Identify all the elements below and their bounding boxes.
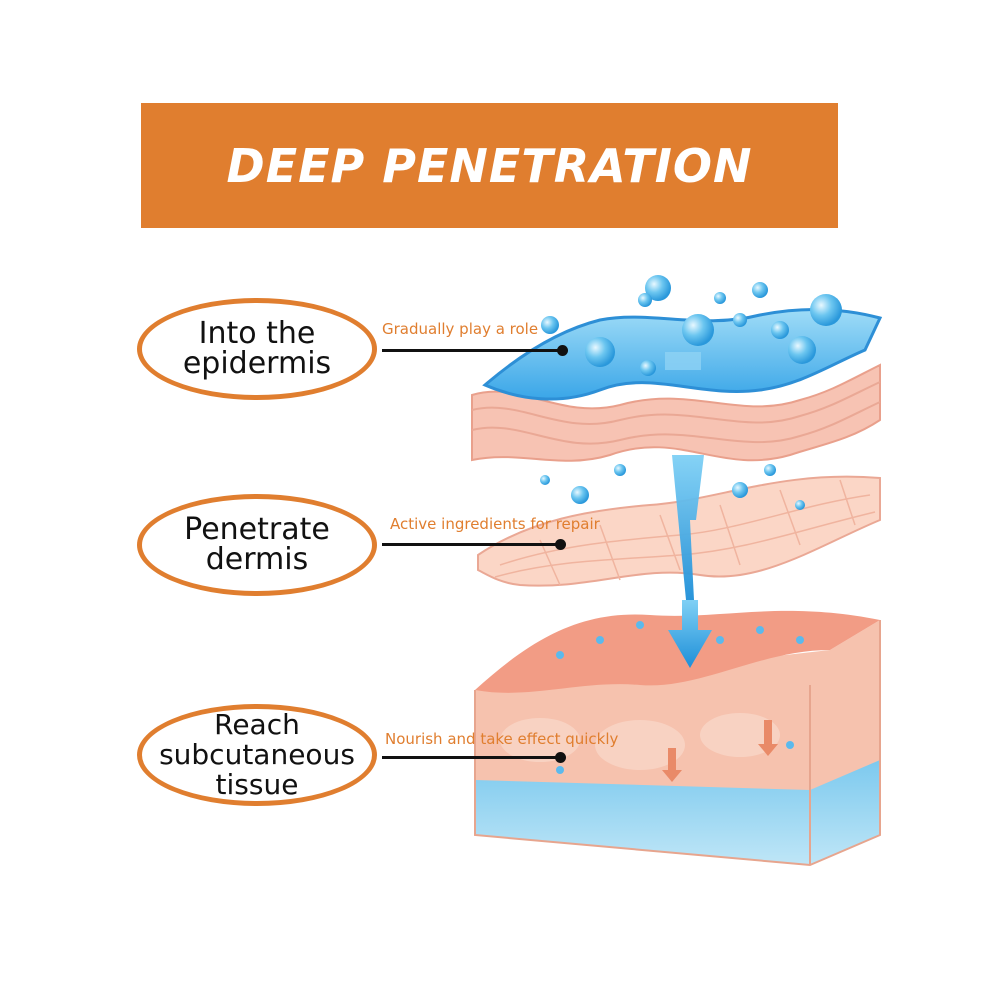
subcutaneous-leader-line xyxy=(382,756,560,759)
water-droplets xyxy=(540,275,842,774)
epidermis-annotation: Gradually play a role xyxy=(382,320,539,338)
epidermis-leader-dot xyxy=(557,345,568,356)
subcutaneous-label-oval: Reach subcutaneous tissue xyxy=(137,704,377,806)
subcutaneous-block xyxy=(474,610,881,867)
dermis-label: Penetrate dermis xyxy=(184,512,330,577)
page-title: DEEP PENETRATION xyxy=(226,138,753,193)
dermis-leader-line xyxy=(382,543,560,546)
subcutaneous-leader-dot xyxy=(555,752,566,763)
subcutaneous-annotation: Nourish and take effect quickly xyxy=(385,730,619,748)
title-banner: DEEP PENETRATION xyxy=(141,103,838,228)
dermis-label-oval: Penetrate dermis xyxy=(137,494,377,596)
epidermis-label-oval: Into the epidermis xyxy=(137,298,377,400)
dermis-leader-dot xyxy=(555,539,566,550)
dermis-layer xyxy=(477,475,881,587)
dermis-annotation: Active ingredients for repair xyxy=(390,515,600,533)
epidermis-label: Into the epidermis xyxy=(182,316,332,381)
subcutaneous-label: Reach subcutaneous tissue xyxy=(159,708,355,801)
epidermis-leader-line xyxy=(382,349,560,352)
penetration-arrow xyxy=(668,455,712,668)
